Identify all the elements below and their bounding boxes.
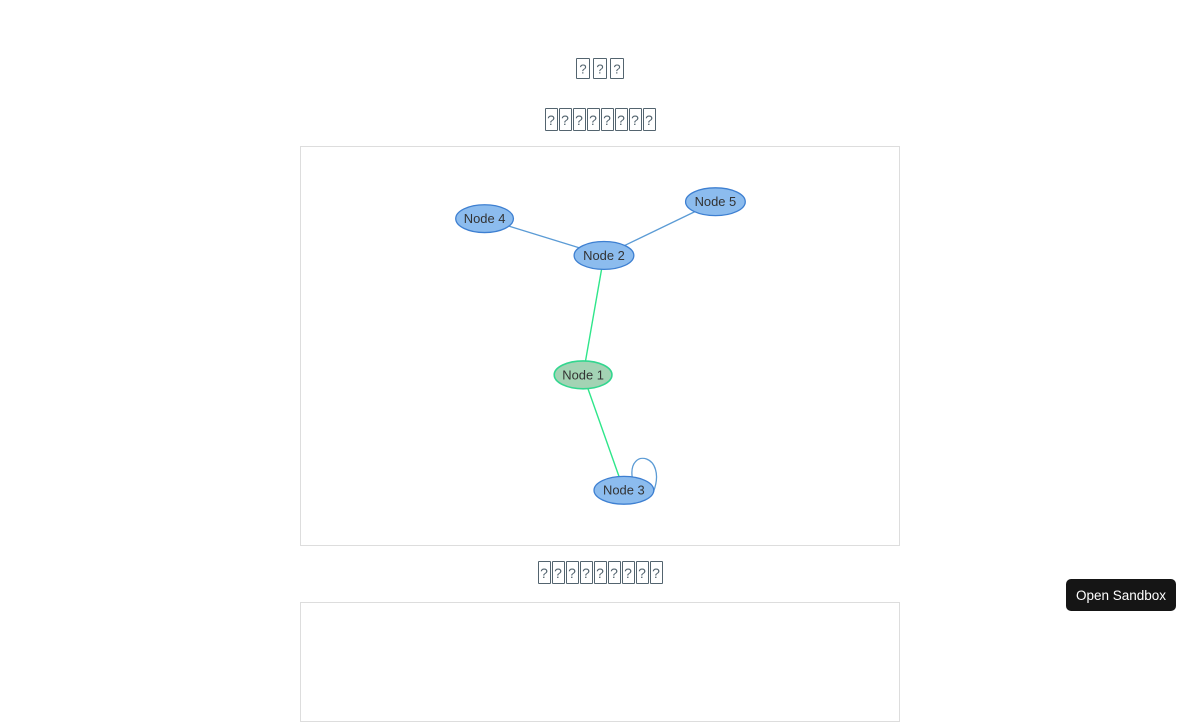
missing-glyph-box: [610, 58, 624, 79]
node-label: Node 2: [583, 248, 625, 263]
missing-glyph-box: [544, 108, 558, 131]
graph-edge-self-loop[interactable]: [631, 457, 658, 493]
node-shape[interactable]: [684, 187, 746, 217]
graph-edge[interactable]: [584, 269, 603, 362]
graph-canvas[interactable]: Node 1 Node 2 Node 3 Node 4 Node 5: [301, 147, 899, 545]
missing-glyph-box: [558, 108, 572, 131]
graph-node-node-2[interactable]: Node 2: [573, 240, 635, 271]
missing-glyph-box: [586, 108, 600, 131]
missing-glyph-box: [576, 58, 590, 79]
graph-edge[interactable]: [508, 225, 580, 249]
missing-glyph-box: [565, 561, 579, 584]
node-shape[interactable]: [573, 240, 635, 271]
node-shape[interactable]: [455, 204, 515, 234]
missing-glyph-box: [649, 561, 663, 584]
node-shape[interactable]: [553, 360, 613, 390]
page-title: [0, 58, 1200, 83]
graph-panel-secondary[interactable]: [300, 602, 900, 722]
node-label: Node 3: [603, 483, 645, 498]
missing-glyph-box: [635, 561, 649, 584]
page-root: Node 1 Node 2 Node 3 Node 4 Node 5 Open Sand…: [0, 0, 1200, 630]
node-label: Node 5: [695, 194, 737, 209]
section-heading-2-glyphs: [537, 561, 663, 584]
open-sandbox-button[interactable]: Open Sandbox: [1066, 579, 1176, 611]
missing-glyph-box: [593, 561, 607, 584]
missing-glyph-box: [537, 561, 551, 584]
section-heading-1: [0, 108, 1200, 135]
missing-glyph-box: [593, 58, 607, 79]
missing-glyph-box: [642, 108, 656, 131]
section-heading-1-glyphs: [544, 108, 656, 131]
node-shape[interactable]: [593, 475, 655, 505]
graph-edge[interactable]: [624, 211, 695, 247]
missing-glyph-box: [614, 108, 628, 131]
graph-node-node-5[interactable]: Node 5: [684, 187, 746, 217]
graph-node-node-4[interactable]: Node 4: [455, 204, 515, 234]
page-title-glyphs: [575, 58, 626, 79]
graph-edge[interactable]: [587, 388, 620, 477]
missing-glyph-box: [607, 561, 621, 584]
missing-glyph-box: [551, 561, 565, 584]
graph-canvas-secondary[interactable]: [301, 603, 899, 721]
node-label: Node 1: [562, 367, 604, 382]
graph-panel-primary[interactable]: Node 1 Node 2 Node 3 Node 4 Node 5: [300, 146, 900, 546]
missing-glyph-box: [579, 561, 593, 584]
graph-node-node-3[interactable]: Node 3: [593, 475, 655, 505]
missing-glyph-box: [600, 108, 614, 131]
node-label: Node 4: [464, 211, 506, 226]
graph-node-node-1[interactable]: Node 1: [553, 360, 613, 390]
section-heading-2: [0, 561, 1200, 588]
missing-glyph-box: [628, 108, 642, 131]
missing-glyph-box: [621, 561, 635, 584]
missing-glyph-box: [572, 108, 586, 131]
